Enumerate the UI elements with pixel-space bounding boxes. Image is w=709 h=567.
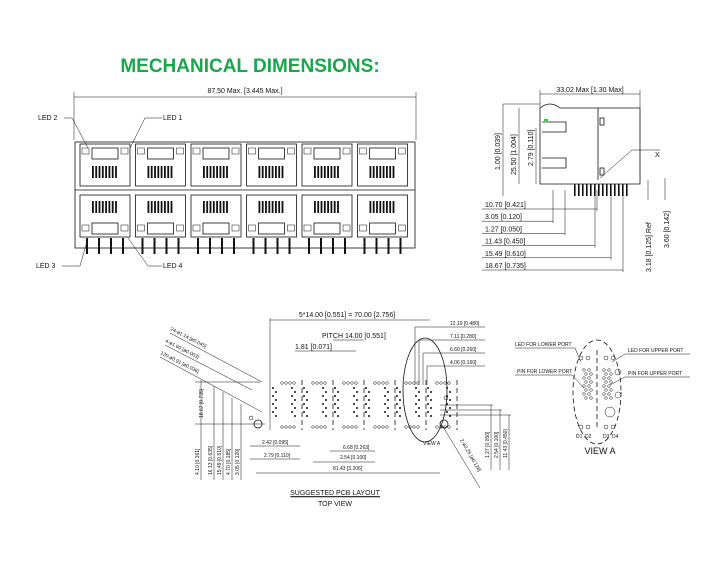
- side-dim: 10.70 [0.421]: [485, 202, 526, 209]
- pin-d1: D1: [576, 434, 583, 440]
- dim-3-18: 3.18 [0.125] Ref: [646, 222, 653, 272]
- x-marker: X: [655, 152, 660, 159]
- label-pin-lower: PIN FOR LOWER PORT: [517, 369, 572, 375]
- rj45-port: [301, 143, 353, 187]
- pcb-layout: 5*14.00 [0.551] = 70.00 [2.756] PITCH 14…: [159, 312, 511, 508]
- pcb-dim-242: 2.42 [0.095]: [262, 440, 289, 446]
- dim-1-00: 1.00 [0.039]: [495, 133, 502, 170]
- led4-label: LED 4: [163, 263, 183, 270]
- dim-3-60: 3.60 [0.142]: [664, 211, 671, 248]
- side-view: 33.02 Max [1.30 Max] X 1.00 [0.039] 25.5…: [482, 87, 671, 272]
- side-dim: 15.49 [0.610]: [485, 251, 526, 258]
- page-title: MECHANICAL DIMENSIONS:: [120, 56, 379, 77]
- pcb-right-dim: 12.19 [0.480]: [450, 321, 480, 327]
- front-view: 87.50 Max. [3.445 Max.] LED 2 LED 1 LED …: [36, 88, 417, 270]
- pcb-bottom-vertical: 3.05 [0.120]: [235, 448, 241, 475]
- dim-2-79: 2.79 [0.110]: [528, 129, 535, 166]
- label-pin-upper: PIN FOR UPPER PORT: [628, 371, 682, 377]
- pcb-left-vertical: 18.67 [0.735]: [199, 388, 205, 418]
- pcb-right-dim: 6.60 [0.260]: [450, 347, 477, 353]
- view-a: LED FOR LOWER PORT PIN FOR LOWER PORT LE…: [515, 339, 690, 456]
- pcb-pitch: PITCH 14.00 [0.551]: [322, 333, 386, 340]
- side-dim: 3.05 [0.120]: [485, 214, 522, 221]
- pcb-bottom-vertical: 15.49 [0.610]: [217, 445, 223, 475]
- pcb-right-vertical: 1.27 [0.050]: [485, 431, 491, 458]
- rj45-port: [301, 194, 353, 238]
- pcb-dim-279: 2.79 [0.110]: [264, 453, 291, 459]
- label-led-upper: LED FOR UPPER PORT: [628, 348, 683, 354]
- depth-dimension: 33.02 Max [1.30 Max]: [556, 87, 623, 94]
- label-led-lower: LED FOR LOWER PORT: [515, 342, 572, 348]
- rj45-port: [135, 194, 186, 238]
- view-a-caption: VIEW A: [584, 446, 615, 456]
- rj45-port: [190, 143, 242, 187]
- pcb-right-vertical: 2.54 [0.100]: [494, 431, 500, 458]
- rj45-port: [135, 143, 186, 187]
- pin-d4: D4: [612, 434, 619, 440]
- rj45-port: [246, 194, 297, 238]
- led2-label: LED 2: [38, 115, 58, 122]
- rj45-port: [246, 143, 297, 187]
- pcb-dim-668: 6.68 [0.263]: [343, 445, 370, 451]
- pcb-dim-254: 2.54 [0.100]: [340, 455, 367, 461]
- view-a-marker: VIEW A: [423, 441, 441, 447]
- led1-label: LED 1: [163, 115, 183, 122]
- rj45-port: [357, 143, 408, 187]
- pcb-right-dim: 7.11 [0.280]: [450, 334, 477, 340]
- pin-d2: D2: [585, 434, 592, 440]
- dim-25-50: 25.50 [1.004]: [511, 134, 518, 175]
- side-dim: 18.67 [0.735]: [485, 263, 526, 270]
- pcb-bottom-vertical: 4.10 [0.161]: [195, 448, 201, 475]
- pcb-right-dim: 4.06 [0.160]: [450, 360, 477, 366]
- led3-label: LED 3: [36, 263, 56, 270]
- rj45-port: [79, 194, 131, 238]
- width-dimension: 87.50 Max. [3.445 Max.]: [207, 88, 282, 95]
- pcb-dim-181: 1.81 [0.071]: [295, 344, 332, 351]
- side-dim: 1.27 [0.050]: [485, 226, 522, 233]
- pcb-subcaption: TOP VIEW: [318, 501, 352, 508]
- pcb-top-dim: 5*14.00 [0.551] = 70.00 [2.756]: [299, 312, 395, 319]
- pin-d3: D3: [603, 434, 610, 440]
- pcb-caption: SUGGESTED PCB LAYOUT: [290, 490, 380, 497]
- pcb-bottom-vertical: 4.70 [0.185]: [226, 448, 232, 475]
- rj45-port: [190, 194, 242, 238]
- pcb-right-vertical: 11.43 [0.450]: [503, 429, 509, 458]
- pcb-bottom-vertical: 16.13 [0.635]: [208, 445, 214, 475]
- pcb-dim-8143: 81.43 [3.206]: [333, 466, 363, 472]
- side-dim: 11.43 [0.450]: [485, 239, 525, 246]
- rj45-port: [79, 143, 131, 187]
- mount-hole-callout: 2-ø3.25 [ø0.128]: [458, 438, 482, 474]
- port-grid: [75, 143, 415, 254]
- rj45-port: [357, 194, 408, 238]
